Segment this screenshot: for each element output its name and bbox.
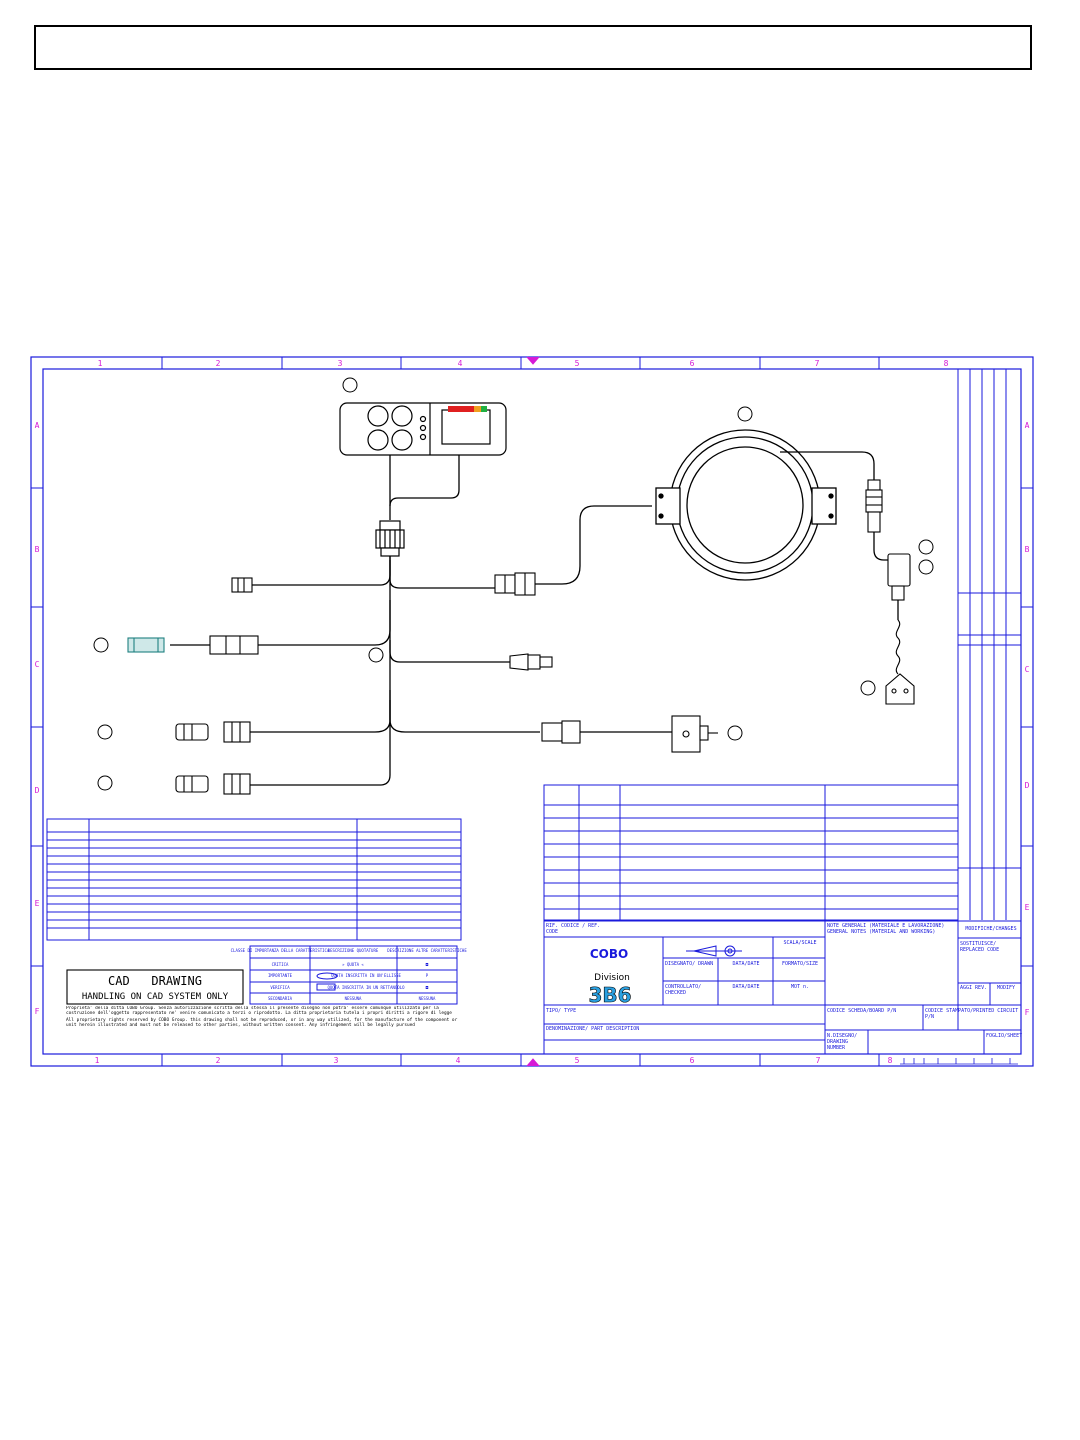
- title-block: [543, 920, 1022, 1055]
- col-label-8: 8: [944, 359, 949, 368]
- col-label-3-bottom: 3: [334, 1056, 339, 1065]
- ring-connector-icon: [494, 572, 536, 596]
- col-label-3: 3: [338, 359, 343, 368]
- torque-sensor-ring-icon: [655, 429, 837, 581]
- left-parts-list: [46, 818, 462, 941]
- header-box: [34, 25, 1032, 70]
- row-label-a: A: [35, 421, 40, 430]
- logo-brand: COBO: [590, 947, 628, 961]
- cable-gland-icon: [887, 553, 911, 675]
- ref-balloon-4: [97, 724, 113, 740]
- switch-connector-icon: [541, 720, 581, 744]
- disclaimer-it: Proprieta' della ditta COBO Group. Senza…: [66, 1006, 452, 1016]
- legend-header-1: CLASSE DI IMPORTANZA DELLA CARATTERISTIC…: [231, 948, 330, 953]
- ref-balloon-2: [93, 637, 109, 653]
- legend-header-3: DESCRIZIONE ALTRE CARATTERISTICHE: [387, 948, 467, 953]
- right-parts-list: [543, 784, 959, 921]
- pressure-switch-icon-1: [175, 721, 251, 743]
- col-label-5: 5: [575, 359, 580, 368]
- legend-critica-desc: » QUOTA «: [342, 962, 364, 967]
- ref-balloon-1: [342, 377, 358, 393]
- grid-labels: 1 2 3 4 5 6 7 8 1 2 3 4 5 6 7 8 A B C D …: [35, 359, 1030, 1065]
- disclaimer-en: All proprietary rights reserved by COBO …: [66, 1018, 458, 1028]
- logo-number: 3B6: [588, 983, 631, 1007]
- legend-importante-desc: QUOTA INSCRITTA IN UN'ELLISSE: [331, 973, 401, 978]
- cad-notice-line1: CAD DRAWING: [108, 974, 202, 988]
- col-label-8-bottom: 8: [888, 1056, 893, 1065]
- legend-verifica-other: ◘: [426, 985, 429, 990]
- cad-notice: CAD DRAWING HANDLING ON CAD SYSTEM ONLY: [66, 969, 244, 1005]
- col-label-1: 1: [98, 359, 103, 368]
- col-label-6: 6: [690, 359, 695, 368]
- col-label-4-bottom: 4: [456, 1056, 461, 1065]
- row-label-a-right: A: [1025, 421, 1030, 430]
- ref-balloon-8: [918, 539, 934, 555]
- col-label-2-bottom: 2: [216, 1056, 221, 1065]
- connector-icon-small: [231, 577, 253, 593]
- col-label-7: 7: [815, 359, 820, 368]
- logo-icon: COBO Division 3B6: [588, 947, 632, 1007]
- legend-secondaria-other: NESSUNA: [419, 996, 436, 1001]
- ref-balloon-6: [727, 725, 743, 741]
- pressure-switch-icon-2: [175, 773, 251, 795]
- characteristics-legend: CLASSE DI IMPORTANZA DELLA CARATTERISTIC…: [231, 945, 467, 1005]
- ref-balloon-3: [368, 647, 384, 663]
- legend-verifica-desc: QUOTA INSCRITTA IN UN RETTANGOLO: [327, 985, 405, 990]
- cad-notice-line2: HANDLING ON CAD SYSTEM ONLY: [82, 992, 229, 1002]
- main-connector-icon: [375, 520, 405, 557]
- legend-secondaria-desc: NESSUNA: [345, 996, 362, 1001]
- row-label-f: F: [35, 1007, 40, 1016]
- col-label-4: 4: [458, 359, 463, 368]
- legend-critica: CRITICA: [272, 962, 289, 967]
- ref-balloon-7: [737, 406, 753, 422]
- projection-symbol-icon: [686, 945, 742, 957]
- legend-importante: IMPORTANTE: [268, 973, 293, 978]
- col-label-6-bottom: 6: [690, 1056, 695, 1065]
- ref-balloon-5: [97, 775, 113, 791]
- ref-balloon-10: [860, 680, 876, 696]
- logo-division: Division: [594, 973, 630, 983]
- dsub-connector-icon: [509, 653, 553, 671]
- scale-bar: [900, 1058, 1018, 1065]
- wiring: [170, 451, 899, 786]
- col-label-7-bottom: 7: [816, 1056, 821, 1065]
- row-label-e-right: E: [1025, 903, 1030, 912]
- row-label-d-right: D: [1025, 781, 1030, 790]
- disclaimer: Proprieta' della ditta COBO Group. Senza…: [66, 1006, 458, 1028]
- switch-icon: [671, 715, 718, 753]
- row-label-d: D: [35, 786, 40, 795]
- row-label-e: E: [35, 899, 40, 908]
- legend-verifica: VERIFICA: [270, 985, 290, 990]
- legend-critica-other: ◘: [426, 962, 429, 967]
- col-label-5-bottom: 5: [575, 1056, 580, 1065]
- ring-cable-connector-icon: [865, 479, 883, 533]
- legend-importante-other: P: [426, 973, 429, 978]
- control-unit-icon: [339, 402, 507, 456]
- col-label-1-bottom: 1: [95, 1056, 100, 1065]
- ref-balloon-9: [918, 559, 934, 575]
- row-label-c-right: C: [1025, 665, 1030, 674]
- row-label-f-right: F: [1025, 1008, 1030, 1017]
- row-label-c: C: [35, 660, 40, 669]
- drawing-frame: [30, 356, 1034, 1067]
- col-label-2: 2: [216, 359, 221, 368]
- plug-icon: [885, 673, 915, 705]
- row-label-b-right: B: [1025, 545, 1030, 554]
- legend-header-2: DESCRIZIONE QUOTATURE: [328, 948, 379, 953]
- row-label-b: B: [35, 545, 40, 554]
- legend-secondaria: SECONDARIA: [268, 996, 293, 1001]
- sensor-icon: [127, 635, 259, 655]
